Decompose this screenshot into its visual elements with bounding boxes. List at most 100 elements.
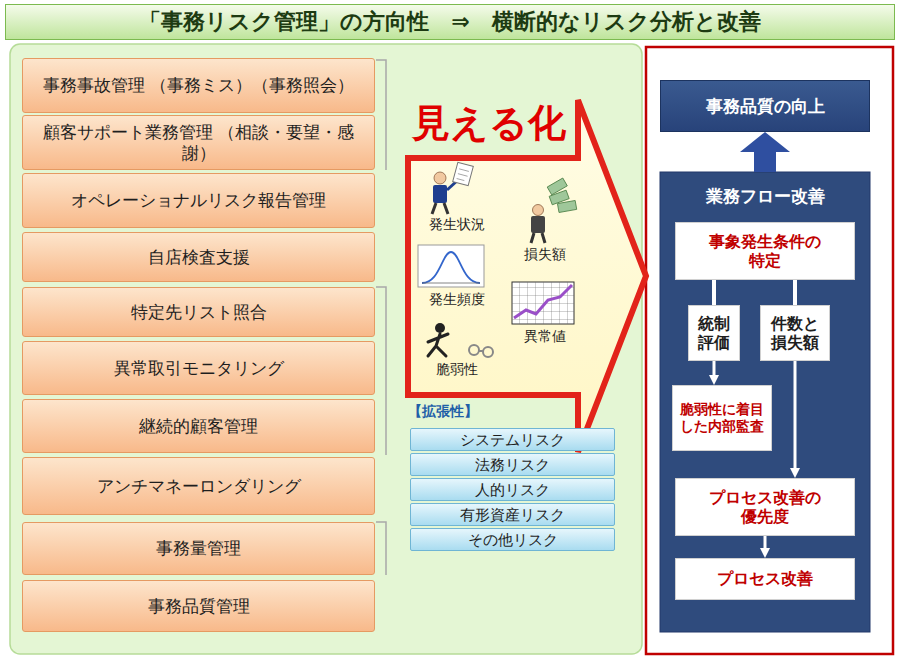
box-text: 自店検査支援 — [148, 247, 250, 267]
right-panel — [646, 47, 893, 654]
visualize-arrow: 見える化発生状況損失額発生頻度異常値脆弱性 — [405, 95, 650, 455]
vulnerability-icon-part — [479, 350, 483, 352]
anomaly-chart-icon-part — [512, 282, 574, 324]
box-text: アンチマネーロンダリング — [97, 476, 301, 496]
flow-arrow — [764, 536, 767, 548]
box-text: プロセス改善の優先度 — [706, 488, 824, 526]
box-text: 事務品質の向上 — [706, 96, 825, 116]
loss-icon-part — [531, 233, 545, 243]
risk-box: 法務リスク — [410, 453, 615, 476]
box-text: 事象発生条件の特定 — [706, 232, 824, 270]
panel-heading: 業務フロー改善 — [706, 186, 825, 206]
status-icon-part — [453, 162, 474, 185]
connector-line — [793, 280, 797, 305]
text-slot: 発生状況 — [421, 216, 493, 233]
function-box: 事務品質管理 — [22, 580, 375, 632]
box-text: 事務量管理 — [156, 538, 241, 558]
anomaly-chart-icon-part — [514, 285, 572, 318]
function-box: 事務事故管理 （事務ミス）（事務照会） — [22, 58, 375, 113]
function-box: 継続的顧客管理 — [22, 399, 375, 453]
status-icon-part — [433, 185, 447, 203]
flow-panel-ground — [660, 172, 870, 632]
icon-label: 脆弱性 — [421, 361, 493, 378]
box-text: 脆弱性に着目した内部監査 — [679, 401, 765, 435]
text-slot: 異常値 — [513, 328, 577, 345]
group-bracket — [376, 60, 386, 575]
text-slot: 損失額 — [513, 246, 577, 263]
function-box: 異常取引モニタリング — [22, 341, 375, 395]
group-label: 【拡張性】 — [408, 403, 478, 420]
box-text: 統制評価 — [693, 314, 735, 352]
icon-label: 損失額 — [513, 246, 577, 263]
flow-arrow — [794, 361, 797, 468]
risk-box: 有形資産リスク — [410, 503, 615, 526]
box-text: 顧客サポート業務管理 （相談・要望・感謝） — [33, 122, 364, 163]
status-icon-part — [457, 169, 469, 181]
text-slot: 見える化 — [409, 101, 569, 147]
risk-box: システムリスク — [410, 428, 615, 451]
arrow-heading: 見える化 — [409, 101, 569, 147]
box-text: 有形資産リスク — [460, 506, 565, 524]
text-slot: 脆弱性 — [421, 361, 493, 378]
anomaly-chart-icon — [512, 282, 574, 324]
icon-label: 異常値 — [513, 328, 577, 345]
box-text: 継続的顧客管理 — [139, 416, 258, 436]
step-box: プロセス改善の優先度 — [675, 478, 855, 536]
function-box: 事務量管理 — [22, 522, 375, 575]
loss-icon-part — [547, 178, 567, 195]
step-box: プロセス改善 — [675, 558, 855, 600]
box-text: システムリスク — [460, 431, 565, 449]
vulnerability-icon-part — [483, 347, 493, 357]
box-text: 事務事故管理 （事務ミス）（事務照会） — [43, 75, 354, 95]
function-box: アンチマネーロンダリング — [22, 457, 375, 515]
frequency-chart-icon-part — [418, 245, 484, 287]
status-icon — [432, 162, 473, 214]
box-text: 件数と損失額 — [765, 314, 825, 352]
criteria-box: 統制評価 — [688, 305, 740, 361]
vulnerability-icon-part — [428, 334, 448, 356]
function-box: 自店検査支援 — [22, 232, 375, 282]
box-text: その他リスク — [468, 531, 558, 549]
group-bracket-part — [376, 60, 386, 170]
box-text: 特定先リスト照合 — [131, 302, 267, 322]
box-text: 異常取引モニタリング — [114, 358, 284, 378]
box-text: オペレーショナルリスク報告管理 — [71, 190, 326, 210]
box-text: 法務リスク — [475, 456, 550, 474]
loss-icon-part — [533, 205, 544, 216]
box-text: プロセス改善 — [717, 569, 813, 588]
flow-panel: 業務フロー改善事象発生条件の特定統制評価件数と損失額脆弱性に着目した内部監査プロ… — [660, 172, 870, 632]
title-banner: 「事務リスク管理」の方向性 ⇒ 横断的なリスク分析と改善 — [5, 4, 895, 40]
step-box: 脆弱性に着目した内部監査 — [672, 385, 772, 451]
box-text: 事務品質管理 — [148, 596, 250, 616]
function-box: オペレーショナルリスク報告管理 — [22, 173, 375, 228]
loss-icon-part — [557, 200, 576, 212]
status-icon-part — [434, 172, 446, 184]
connector-line — [712, 280, 716, 305]
risk-box: 人的リスク — [410, 478, 615, 501]
group-bracket-part — [376, 522, 386, 575]
text-slot: 発生頻度 — [417, 291, 497, 308]
step-box: 事象発生条件の特定 — [675, 222, 855, 280]
risk-box: その他リスク — [410, 528, 615, 551]
icon-label: 発生頻度 — [417, 291, 497, 308]
frequency-chart-icon-part — [422, 283, 480, 284]
loss-icon — [531, 178, 577, 243]
status-icon-part — [432, 203, 448, 214]
frequency-chart-icon-part — [422, 252, 480, 283]
function-box: 顧客サポート業務管理 （相談・要望・感謝） — [22, 115, 375, 170]
loss-icon-part — [531, 216, 545, 233]
vulnerability-icon-part — [435, 323, 445, 333]
criteria-box: 件数と損失額 — [760, 305, 830, 361]
icon-label: 発生状況 — [421, 216, 493, 233]
box-text: 人的リスク — [475, 481, 550, 499]
flow-arrow — [713, 361, 716, 375]
flow-arrow — [754, 152, 776, 172]
group-bracket-part — [376, 287, 386, 455]
frequency-chart-icon — [418, 245, 484, 287]
vulnerability-icon-part — [469, 345, 479, 355]
anomaly-chart-icon-part — [512, 282, 574, 324]
vulnerability-icon — [428, 323, 493, 357]
goal-box: 事務品質の向上 — [660, 80, 870, 132]
function-box: 特定先リスト照合 — [22, 287, 375, 337]
